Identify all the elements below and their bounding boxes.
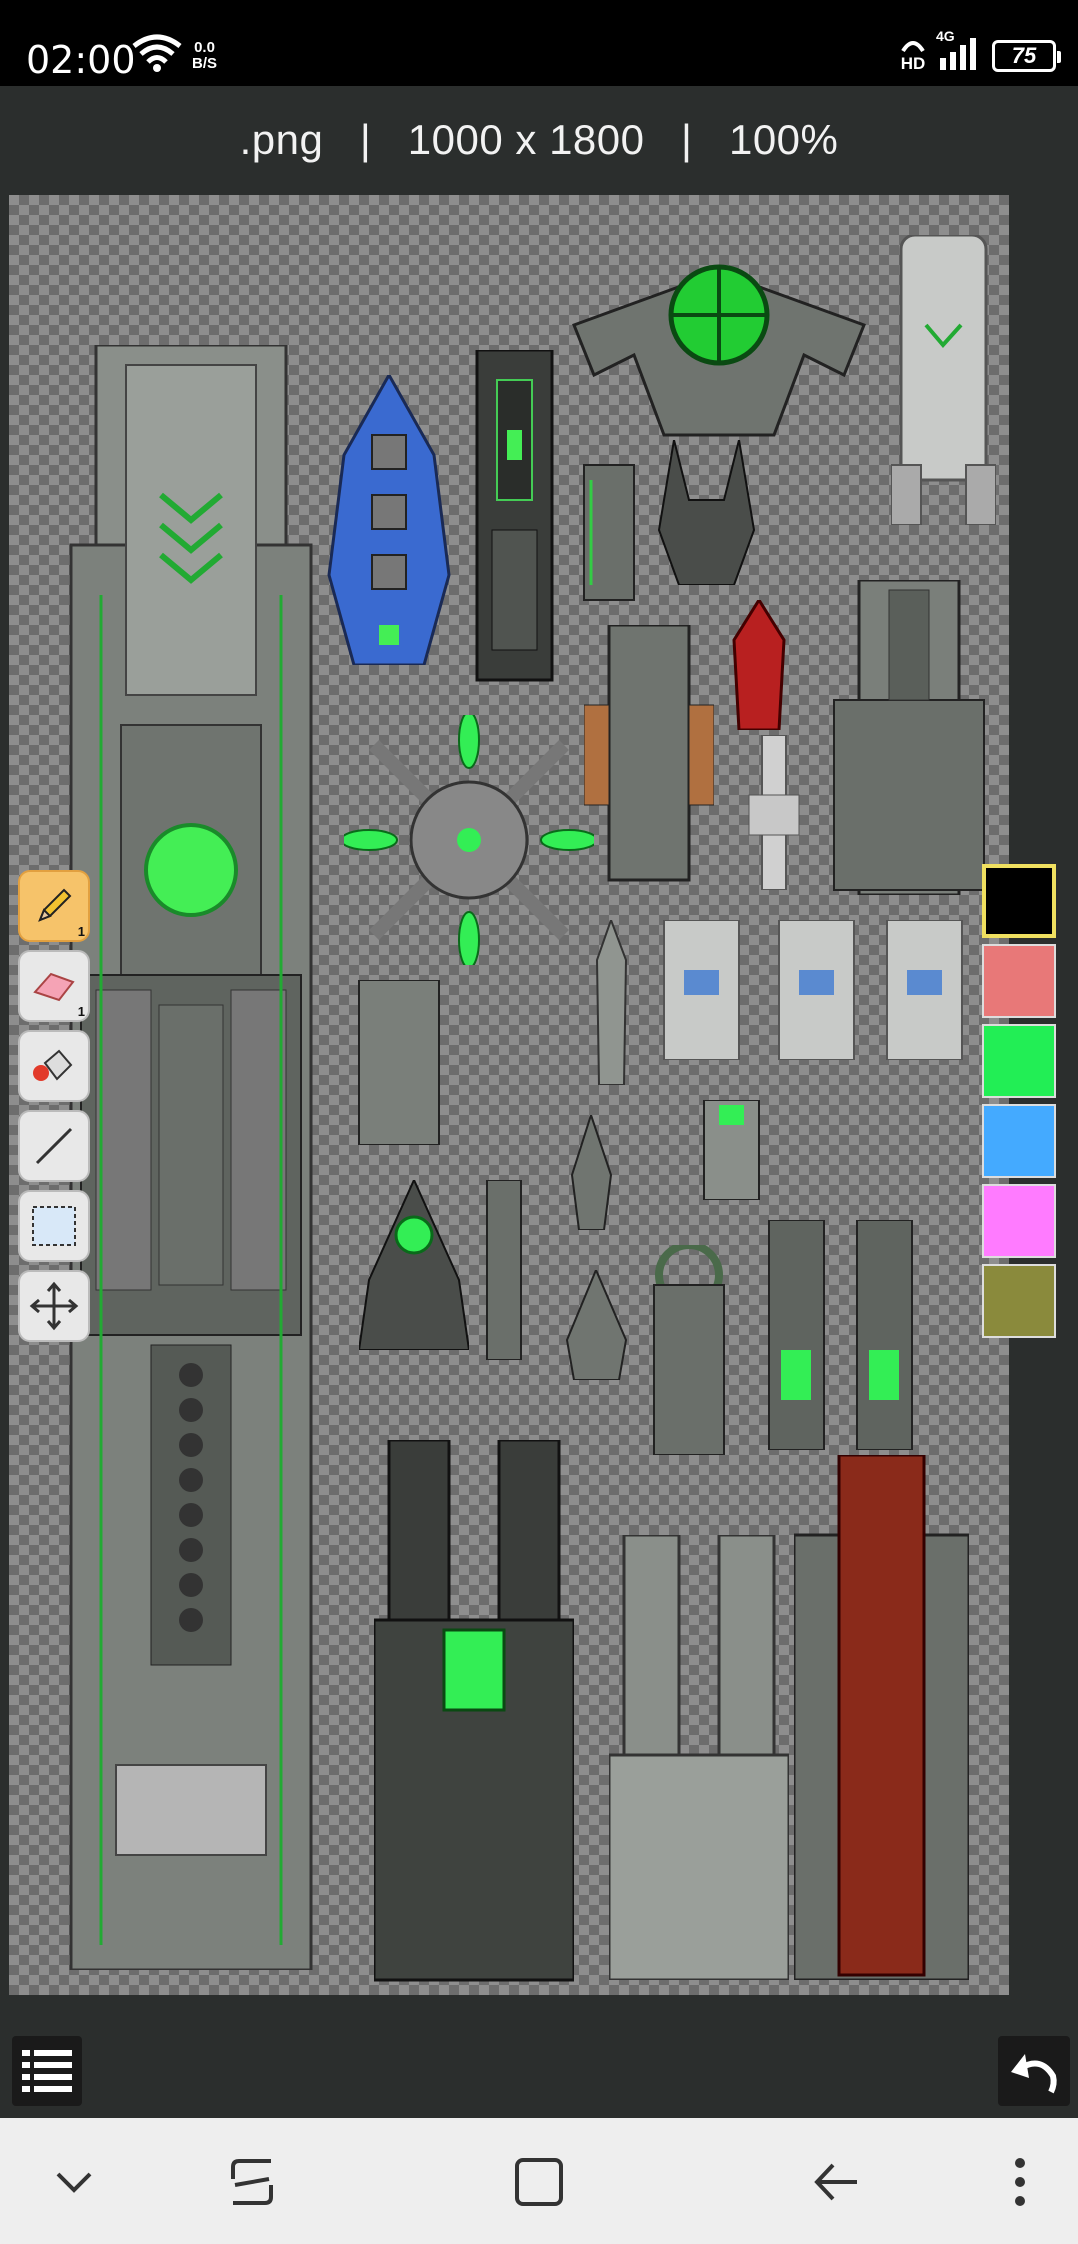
red-battleship-sprite <box>794 1455 969 1980</box>
hide-keyboard-button[interactable] <box>38 2146 110 2218</box>
eraser-icon <box>33 972 75 1002</box>
more-options-button[interactable] <box>984 2146 1056 2218</box>
more-vert-icon <box>1015 2158 1025 2206</box>
white-gunship-sprite <box>778 920 855 1060</box>
line-icon <box>35 1127 73 1165</box>
color-swatch-pink[interactable] <box>982 1184 1056 1258</box>
orange-pod-ship-sprite <box>584 625 714 882</box>
back-arrow-icon <box>814 2163 857 2201</box>
pencil-icon <box>38 888 72 922</box>
spiked-ship-sprite <box>359 1180 469 1350</box>
white-gunship-sprite <box>663 920 740 1060</box>
paint-bucket-icon <box>33 1049 73 1081</box>
dark-cruiser-sprite <box>475 350 554 682</box>
fill-tool-button[interactable] <box>18 1030 90 1102</box>
blue-ship-sprite <box>327 375 451 665</box>
color-swatch-green[interactable] <box>982 1024 1056 1098</box>
ring-ship-sprite <box>653 1245 725 1455</box>
menu-button[interactable] <box>12 2036 82 2106</box>
arrow-ship-sprite <box>565 1270 628 1380</box>
color-swatch-olive[interactable] <box>982 1264 1056 1338</box>
needle-ship-sprite <box>595 920 628 1085</box>
image-dimensions: 1000 x 1800 <box>407 116 645 163</box>
small-gray-ship-sprite <box>583 464 635 601</box>
gray-battleship-sprite <box>833 580 985 895</box>
recents-button[interactable] <box>216 2146 288 2218</box>
color-swatch-black[interactable] <box>982 864 1056 938</box>
white-gunship-sprite <box>886 920 963 1060</box>
color-swatch-blue[interactable] <box>982 1104 1056 1178</box>
line-tool-button[interactable] <box>18 1110 90 1182</box>
pencil-size-badge: 1 <box>77 924 85 939</box>
small-dart-sprite <box>570 1115 613 1230</box>
info-separator: | <box>681 116 693 163</box>
chevron-down-icon <box>56 2172 92 2193</box>
recents-icon <box>231 2159 273 2205</box>
move-tool-button[interactable] <box>18 1270 90 1342</box>
phone-icon <box>901 41 925 53</box>
clock: 02:00 <box>26 38 136 82</box>
info-separator: | <box>359 116 372 163</box>
small-green-ship-sprite <box>703 1100 760 1200</box>
move-arrows-icon <box>29 1281 79 1331</box>
color-swatch-red[interactable] <box>982 944 1056 1018</box>
status-icons: HD 4G 75 <box>900 28 1061 75</box>
hd-label: HD <box>900 54 926 73</box>
red-ship-sprite <box>732 600 786 730</box>
twin-hull-ship-sprite <box>609 1535 789 1980</box>
pencil-tool-button[interactable]: 1 <box>18 870 90 942</box>
network-speed: 0.0 B/S <box>192 40 217 72</box>
list-menu-icon <box>22 2050 72 2092</box>
system-navigation-bar <box>0 2118 1078 2244</box>
image-info-text: .png | 1000 x 1800 | 100% <box>0 116 1078 164</box>
network-type-label: 4G <box>936 28 955 44</box>
dome-ship-sprite <box>572 264 866 437</box>
capital-ship-sprite <box>69 345 313 1970</box>
eraser-tool-button[interactable]: 1 <box>18 950 90 1022</box>
eraser-size-badge: 1 <box>77 1004 85 1019</box>
hd-call-indicator: HD <box>900 39 926 72</box>
wifi-icon <box>132 34 182 77</box>
cellular-signal: 4G <box>936 28 982 75</box>
white-slim-ship-sprite <box>748 735 800 890</box>
signal-bars-icon <box>940 38 976 70</box>
white-freighter-sprite <box>891 235 996 525</box>
claw-ship-sprite <box>657 440 756 585</box>
marquee-select-icon <box>32 1206 76 1246</box>
back-button[interactable] <box>800 2146 872 2218</box>
selection-tool-button[interactable] <box>18 1190 90 1262</box>
undo-button[interactable] <box>998 2036 1070 2106</box>
image-info-bar: .png | 1000 x 1800 | 100% <box>0 86 1078 196</box>
status-bar: 02:00 0.0 B/S HD 4G 75 <box>0 0 1078 86</box>
zoom-level: 100% <box>728 116 839 163</box>
drawing-canvas[interactable] <box>9 195 1009 1995</box>
dark-dreadnought-sprite <box>374 1440 574 1982</box>
green-cargo-ship-sprite <box>358 980 440 1145</box>
slim-frigate-sprite <box>486 1180 522 1360</box>
network-speed-unit: B/S <box>192 55 218 72</box>
undo-icon <box>1011 2054 1057 2094</box>
green-thruster-ship-sprite <box>768 1220 825 1450</box>
file-name: .png <box>239 116 324 163</box>
battery-icon: 75 <box>992 39 1061 72</box>
home-square-icon <box>515 2158 563 2206</box>
network-speed-value: 0.0 <box>194 39 215 56</box>
space-station-sprite <box>344 715 594 965</box>
green-thruster-ship-sprite <box>856 1220 913 1450</box>
home-button[interactable] <box>503 2146 575 2218</box>
